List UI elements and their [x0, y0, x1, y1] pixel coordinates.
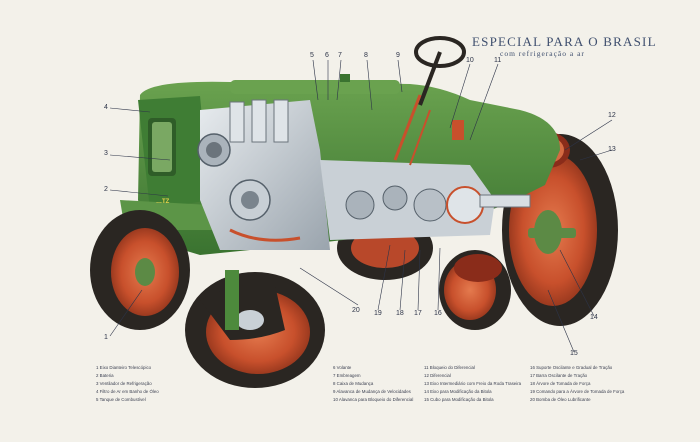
callout-1: 1 — [104, 334, 108, 341]
legend-item: 2 Bateria — [96, 372, 114, 378]
legend-item: 12 Diferencial — [424, 372, 451, 378]
callout-18: 18 — [396, 310, 404, 317]
callout-19: 19 — [374, 310, 382, 317]
legend-item: 7 Embreagem — [333, 372, 361, 378]
leader-lines — [109, 59, 613, 353]
callout-7: 7 — [338, 52, 342, 59]
fender-cutaway — [439, 250, 511, 330]
callout-13: 13 — [608, 146, 616, 153]
gearbox-cutaway — [320, 160, 576, 240]
callout-12: 12 — [608, 112, 616, 119]
front-wheels — [90, 210, 325, 388]
legend-item: 17 Barra Oscilante de Tração — [530, 372, 588, 378]
legend-item: 6 Volante — [333, 365, 352, 370]
svg-text:…TZ: …TZ — [156, 199, 170, 205]
callout-6: 6 — [325, 52, 329, 59]
legend-item: 10 Alavanca para Bloqueio do Diferencial — [333, 396, 414, 402]
legend-item: 4 Filtro de Ar em Banho de Óleo — [96, 388, 159, 394]
callout-5: 5 — [310, 52, 314, 59]
callout-14: 14 — [590, 314, 598, 321]
legend-column-4: 16 Suporte Oscilante e Gradual de Tração… — [530, 364, 624, 404]
legend-item: 18 Árvore de Tomada de Força — [530, 380, 591, 386]
callout-9: 9 — [396, 52, 400, 59]
legend-column-3: 11 Bloqueio do Diferencial 12 Diferencia… — [424, 364, 521, 404]
legend-item: 19 Comando para a Árvore de Tomada de Fo… — [530, 388, 625, 394]
callout-4: 4 — [104, 104, 108, 111]
legend-item: 13 Eixo Intermediário com Freio da Roda … — [424, 380, 522, 386]
legend-item: 8 Caixa de Mudança — [333, 380, 374, 386]
steering-assembly — [393, 36, 466, 166]
legend-item: 9 Alavanca de Mudança de Velocidades — [333, 388, 411, 394]
legend-column-2: 6 Volante 7 Embreagem 8 Caixa de Mudança… — [333, 364, 413, 404]
legend-item: 5 Tanque de Combustível — [96, 396, 146, 402]
callout-8: 8 — [364, 52, 368, 59]
heading-subtitle: com refrigeração a ar — [500, 49, 585, 58]
legend-item: 11 Bloqueio do Diferencial — [424, 365, 475, 370]
callout-2: 2 — [104, 186, 108, 193]
legend-column-1: 1 Eixo Dianteiro Telescópico 2 Bateria 3… — [96, 364, 159, 404]
legend-item: 1 Eixo Dianteiro Telescópico — [96, 365, 152, 370]
heading: ESPECIAL PARA O BRASIL com refrigeração … — [472, 34, 657, 58]
legend-item: 15 Cubo para Modificação da Bitola — [424, 396, 494, 402]
callout-16: 16 — [434, 310, 442, 317]
engine-cutaway — [197, 99, 330, 250]
callout-15: 15 — [570, 350, 578, 357]
heading-title: ESPECIAL PARA O BRASIL — [472, 34, 657, 49]
legend-item: 14 Eixo para Modificação da Bitola — [424, 388, 492, 394]
legend-item: 20 Bomba de Óleo Lubrificante — [530, 396, 591, 402]
callout-11: 11 — [494, 57, 502, 64]
callout-20: 20 — [352, 307, 360, 314]
callout-17: 17 — [414, 310, 422, 317]
callout-3: 3 — [104, 150, 108, 157]
callout-10: 10 — [466, 57, 474, 64]
legend-item: 16 Suporte Oscilante e Gradual de Tração — [530, 365, 613, 370]
legend-item: 3 Ventilador de Refrigeração — [96, 380, 152, 386]
